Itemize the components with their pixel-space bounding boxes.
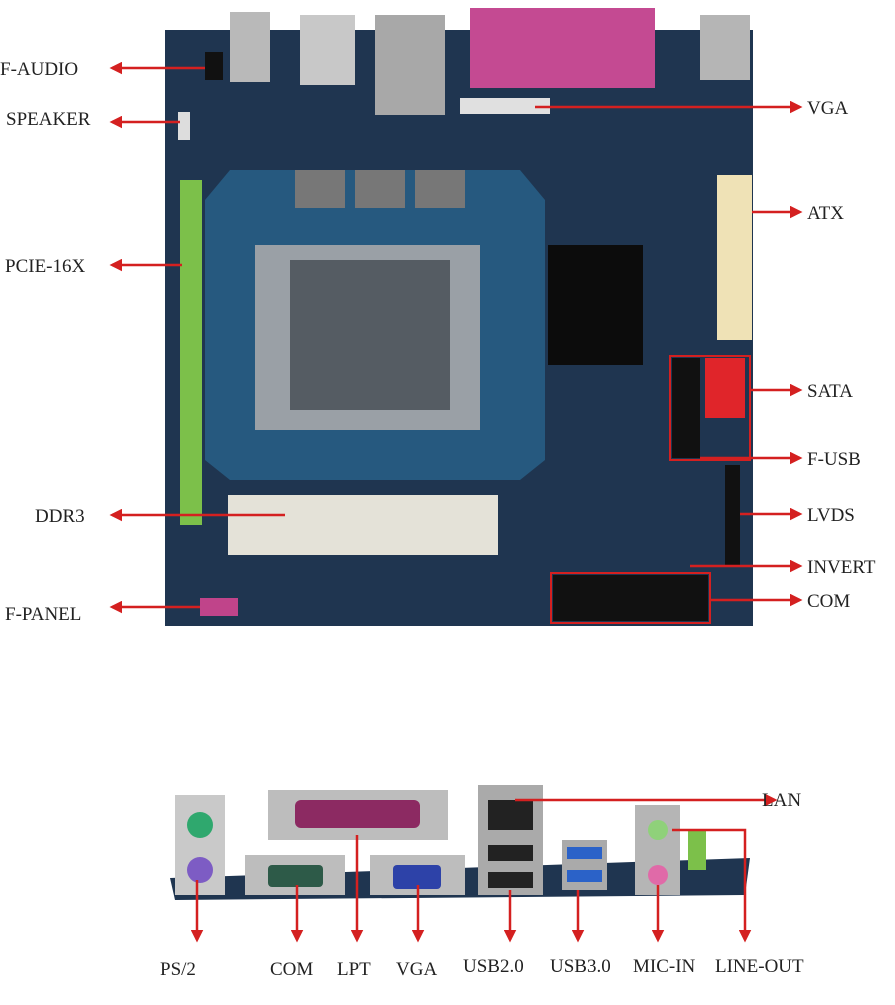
f-panel-header: [200, 598, 238, 616]
lpt-connector: [470, 8, 655, 88]
label-speaker: SPEAKER: [6, 109, 91, 130]
usb-stack: [300, 15, 355, 85]
label-line-out: LINE-OUT: [715, 956, 804, 977]
label-ps2: PS/2: [160, 959, 196, 980]
label-usb3: USB3.0: [550, 956, 611, 977]
motherboard-top-view: [165, 8, 753, 626]
vga-header: [460, 98, 550, 114]
label-mic-in: MIC-IN: [633, 956, 696, 977]
label-ddr3: DDR3: [35, 506, 85, 527]
audio-jack: [230, 12, 270, 82]
label-f-usb: F-USB: [807, 449, 861, 470]
lan-port: [375, 15, 445, 115]
rear-callouts: LAN PS/2 COM LPT VGA USB2.0 USB3.0 MIC-I…: [160, 790, 804, 980]
label-lan: LAN: [762, 790, 801, 811]
f-usb-headers: [672, 358, 700, 458]
pcie-slot: [180, 180, 202, 525]
label-vga-rear: VGA: [396, 959, 437, 980]
ddr3-slot: [228, 495, 498, 555]
com-headers: [553, 575, 708, 621]
left-callouts: F-AUDIO SPEAKER PCIE-16X DDR3 F-PANEL: [0, 59, 285, 625]
rear-io-panel: [170, 785, 750, 900]
label-lvds: LVDS: [807, 505, 855, 526]
label-com: COM: [807, 591, 850, 612]
sata-ports: [705, 358, 745, 418]
label-com-rear: COM: [270, 959, 313, 980]
speaker-header: [178, 112, 190, 140]
chipset-heatsink: [548, 245, 643, 365]
label-pcie-16x: PCIE-16X: [5, 256, 86, 277]
label-sata: SATA: [807, 381, 853, 402]
label-atx: ATX: [807, 203, 844, 224]
label-vga: VGA: [807, 98, 848, 119]
right-callouts: VGA ATX SATA F-USB LVDS INVERT COM: [535, 98, 876, 612]
label-f-panel: F-PANEL: [5, 604, 81, 625]
label-f-audio: F-AUDIO: [0, 59, 78, 80]
label-lpt: LPT: [337, 959, 371, 980]
lvds-header: [725, 465, 740, 565]
label-invert: INVERT: [807, 557, 876, 578]
label-usb2: USB2.0: [463, 956, 524, 977]
atx-connector: [717, 175, 752, 340]
f-audio-header: [205, 52, 223, 80]
